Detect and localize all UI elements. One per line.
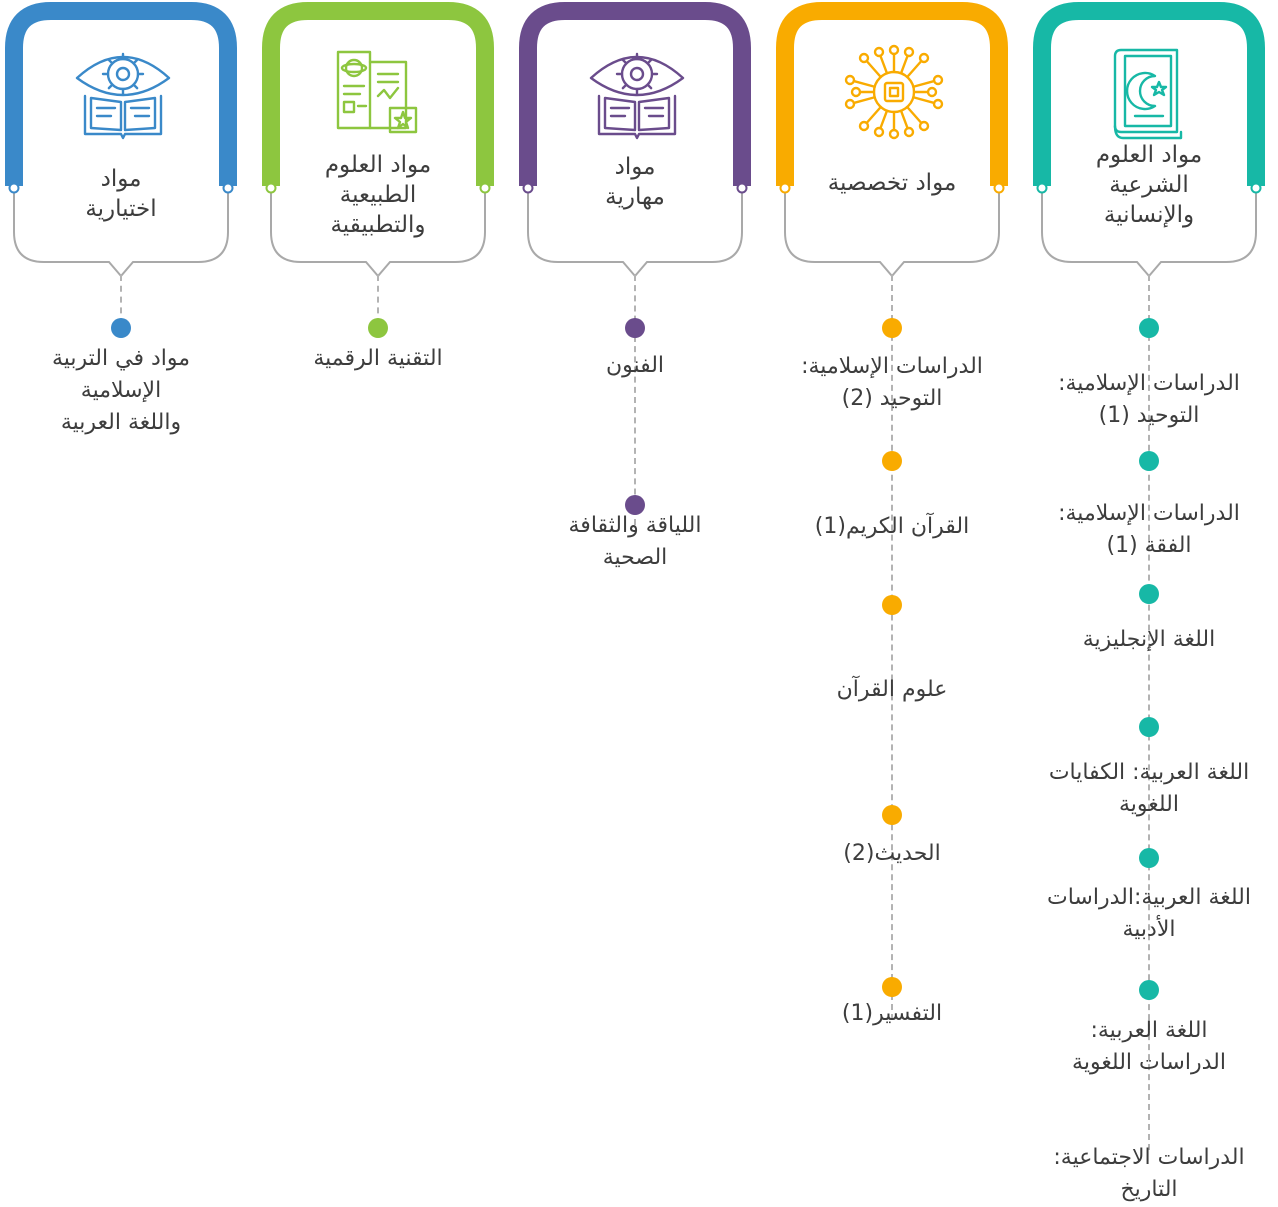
timeline-dot bbox=[882, 977, 902, 997]
subject-line: اللغوية bbox=[1119, 792, 1179, 817]
subject-line: الدراسات الإسلامية: bbox=[801, 354, 983, 379]
category-sciences: مواد العلوم الطبيعية والتطبيقية التقنية الر… bbox=[260, 0, 496, 1207]
subject-line: التاريخ bbox=[1120, 1177, 1178, 1202]
category-title-line: مواد تخصصية bbox=[827, 170, 957, 196]
subject-line: التفسير(1) bbox=[841, 1001, 943, 1026]
timeline-dot bbox=[882, 318, 902, 338]
subject-item: مواد في التربية الإسلامية واللغة العربية bbox=[0, 343, 251, 439]
subject-item: الدراسات الاجتماعية: التاريخ bbox=[1019, 1142, 1278, 1206]
subject-line: اللغة العربية: bbox=[1090, 1018, 1208, 1043]
category-title-line: مواد bbox=[100, 166, 142, 192]
chip-circuit-icon bbox=[834, 42, 954, 142]
category-title: مواد العلوم الشرعية والإنسانية bbox=[1061, 140, 1237, 230]
subject-item: اللياقة والثقافة الصحية bbox=[505, 510, 765, 574]
subject-line: مواد في التربية bbox=[51, 346, 191, 371]
timeline-dot bbox=[1139, 318, 1159, 338]
category-title-line: مواد العلوم bbox=[1095, 142, 1203, 168]
category-title: مواد تخصصية bbox=[804, 168, 980, 198]
subject-item: الحديث(2) bbox=[762, 838, 1022, 870]
subject-line: اللياقة والثقافة bbox=[568, 513, 702, 538]
timeline-dot bbox=[882, 805, 902, 825]
subject-line: القرآن الكريم(1) bbox=[814, 514, 970, 539]
timeline-dot bbox=[882, 451, 902, 471]
subject-line: اللغة العربية: الكفايات bbox=[1048, 760, 1250, 785]
subject-line: الإسلامية bbox=[80, 378, 162, 403]
timeline-dot bbox=[1139, 848, 1159, 868]
subject-item: علوم القرآن bbox=[762, 674, 1022, 706]
timeline-dot bbox=[1139, 980, 1159, 1000]
subject-item: اللغة الإنجليزية bbox=[1019, 624, 1278, 656]
timeline-dot bbox=[625, 318, 645, 338]
category-title-line: مواد bbox=[614, 154, 656, 180]
dashed-connector bbox=[377, 275, 379, 335]
timeline-dot bbox=[1139, 584, 1159, 604]
timeline-dot bbox=[882, 595, 902, 615]
subject-line: الدراسات الإسلامية: bbox=[1058, 501, 1240, 526]
category-title-line: والإنسانية bbox=[1103, 202, 1195, 228]
timeline-dot bbox=[625, 495, 645, 515]
timeline-dot bbox=[1139, 451, 1159, 471]
subject-line: الدراسات اللغوية bbox=[1072, 1050, 1226, 1075]
category-card: مواد مهارية bbox=[517, 0, 753, 290]
subject-line: واللغة العربية bbox=[60, 410, 182, 435]
category-card: مواد العلوم الشرعية والإنسانية bbox=[1031, 0, 1267, 290]
category-title-line: والتطبيقية bbox=[330, 212, 426, 238]
subject-line: اللغة العربية:الدراسات bbox=[1047, 885, 1251, 910]
dashed-connector bbox=[120, 275, 122, 335]
subject-line: الصحية bbox=[602, 545, 668, 570]
category-card: مواد العلوم الطبيعية والتطبيقية bbox=[260, 0, 496, 290]
subject-line: الدراسات الإسلامية: bbox=[1058, 371, 1240, 396]
subject-line: علوم القرآن bbox=[836, 677, 948, 702]
category-card: مواد تخصصية bbox=[774, 0, 1010, 290]
subject-item: الدراسات الإسلامية: الفقة (1) bbox=[1019, 498, 1278, 562]
timeline-dot bbox=[1139, 717, 1159, 737]
category-card: مواد اختيارية bbox=[3, 0, 239, 290]
subject-line: الفقة (1) bbox=[1106, 533, 1192, 558]
category-title: مواد العلوم الطبيعية والتطبيقية bbox=[290, 150, 466, 240]
subject-line: الفنون bbox=[605, 353, 665, 378]
subject-line: التوحيد (1) bbox=[1098, 403, 1200, 428]
category-title-line: الشرعية bbox=[1109, 172, 1189, 198]
subject-item: الدراسات الإسلامية: التوحيد (2) bbox=[762, 351, 1022, 415]
subject-line: الدراسات الاجتماعية: bbox=[1053, 1145, 1245, 1170]
timeline-dot bbox=[111, 318, 131, 338]
category-title: مواد اختيارية bbox=[33, 164, 209, 224]
category-title-line: مهارية bbox=[605, 184, 665, 210]
dashed-connector bbox=[1148, 275, 1150, 1150]
science-books-icon bbox=[320, 42, 440, 142]
category-title-line: مواد العلوم bbox=[324, 152, 432, 178]
eye-gear-book-icon bbox=[63, 42, 183, 142]
subject-line: التوحيد (2) bbox=[841, 386, 943, 411]
subject-line: اللغة الإنجليزية bbox=[1082, 627, 1216, 652]
subject-item: اللغة العربية: الدراسات اللغوية bbox=[1019, 1015, 1278, 1079]
quran-book-icon bbox=[1091, 42, 1211, 142]
dashed-connector bbox=[634, 275, 636, 525]
category-electives: مواد اختيارية مواد في التربية الإسلامية والل… bbox=[3, 0, 239, 1207]
subject-item: القرآن الكريم(1) bbox=[762, 511, 1022, 543]
subject-item: الدراسات الإسلامية: التوحيد (1) bbox=[1019, 368, 1278, 432]
subject-item: التقنية الرقمية bbox=[248, 343, 508, 375]
subject-item: اللغة العربية: الكفايات اللغوية bbox=[1019, 757, 1278, 821]
subject-item: التفسير(1) bbox=[762, 998, 1022, 1030]
category-title-line: الطبيعية bbox=[339, 182, 417, 208]
dashed-connector bbox=[891, 275, 893, 1020]
subject-line: الحديث(2) bbox=[843, 841, 941, 866]
subject-item: الفنون bbox=[505, 350, 765, 382]
subject-line: الأدبية bbox=[1122, 917, 1176, 942]
category-specialized: مواد تخصصية الدراسات الإسلامية: التوحيد (2… bbox=[774, 0, 1010, 1207]
category-title: مواد مهارية bbox=[547, 152, 723, 212]
category-title-line: اختيارية bbox=[85, 196, 157, 222]
subject-line: التقنية الرقمية bbox=[313, 346, 443, 371]
timeline-dot bbox=[368, 318, 388, 338]
category-skills: مواد مهارية الفنون اللياقة والثقافة الصحية bbox=[517, 0, 753, 1207]
subject-item: اللغة العربية:الدراسات الأدبية bbox=[1019, 882, 1278, 946]
eye-gear-book-icon bbox=[577, 42, 697, 142]
category-sharia: مواد العلوم الشرعية والإنسانية الدراسات الإ… bbox=[1031, 0, 1267, 1207]
